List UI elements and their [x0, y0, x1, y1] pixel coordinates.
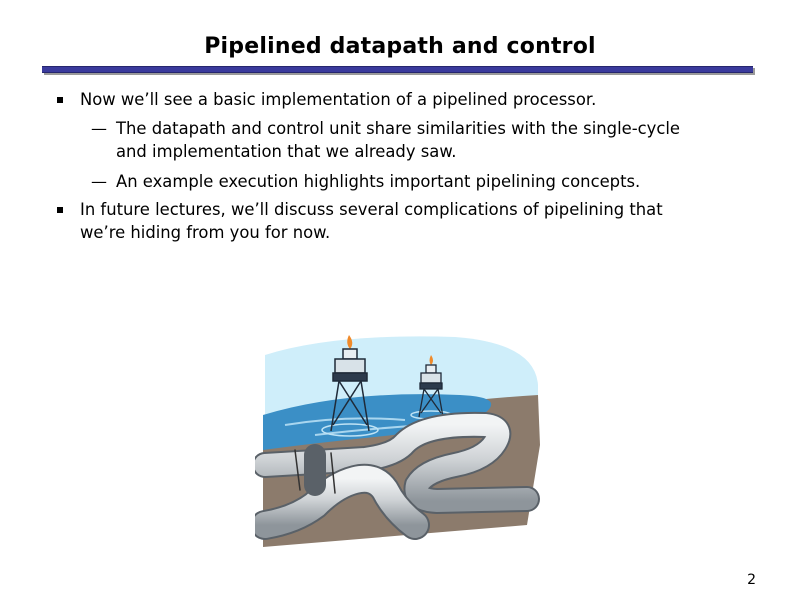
bullet-2-line-2: we’re hiding from you for now. — [80, 223, 331, 242]
dash-bullet-2: — — [91, 172, 107, 191]
water-shape — [263, 394, 492, 450]
sub-bullet-1-line-2: and implementation that we already saw. — [116, 142, 457, 161]
pipeline-oil-derricks-clipart — [255, 335, 540, 547]
square-bullet-icon — [57, 207, 63, 213]
bullet-1-text: Now we’ll see a basic implementation of … — [80, 90, 597, 109]
page-number: 2 — [747, 572, 756, 588]
title-underline — [42, 66, 753, 73]
sub-bullet-1-line-1: The datapath and control unit share simi… — [116, 119, 680, 138]
pipes — [255, 411, 540, 540]
square-bullet-icon — [57, 97, 63, 103]
derrick-large — [330, 335, 370, 432]
sub-bullet-2-line-1: An example execution highlights importan… — [116, 172, 641, 191]
dash-bullet-1: — — [91, 119, 107, 138]
bullet-2-line-1: In future lectures, we’ll discuss severa… — [80, 200, 663, 219]
derrick-small — [418, 355, 444, 418]
slide-title: Pipelined datapath and control — [204, 34, 596, 59]
